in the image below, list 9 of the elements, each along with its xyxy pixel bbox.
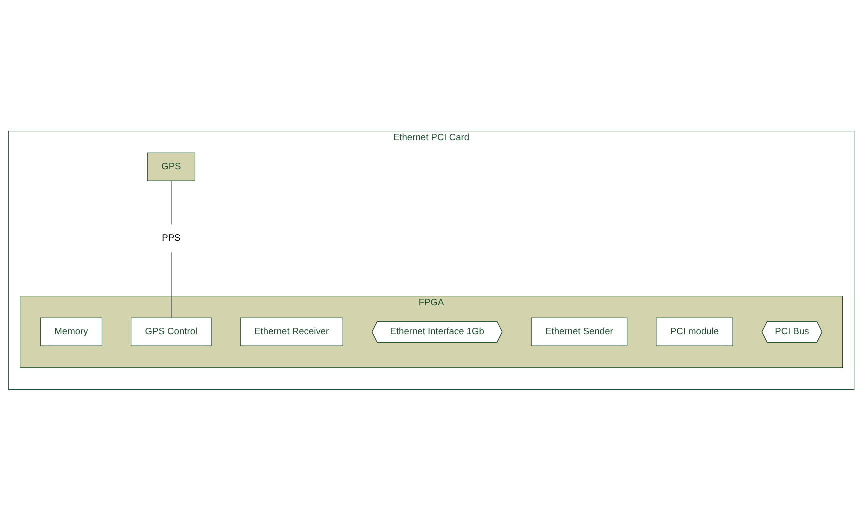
- node-box: GPS Control: [131, 318, 212, 346]
- node-text: PPS: [162, 233, 181, 244]
- node-box: Ethernet Receiver: [240, 318, 344, 346]
- connector: [171, 252, 172, 318]
- node-box: Memory: [40, 318, 103, 346]
- node-box: Ethernet Sender: [531, 318, 628, 346]
- node-box: GPS: [147, 152, 196, 182]
- node-box: PCI module: [656, 318, 734, 346]
- connector: [171, 180, 172, 226]
